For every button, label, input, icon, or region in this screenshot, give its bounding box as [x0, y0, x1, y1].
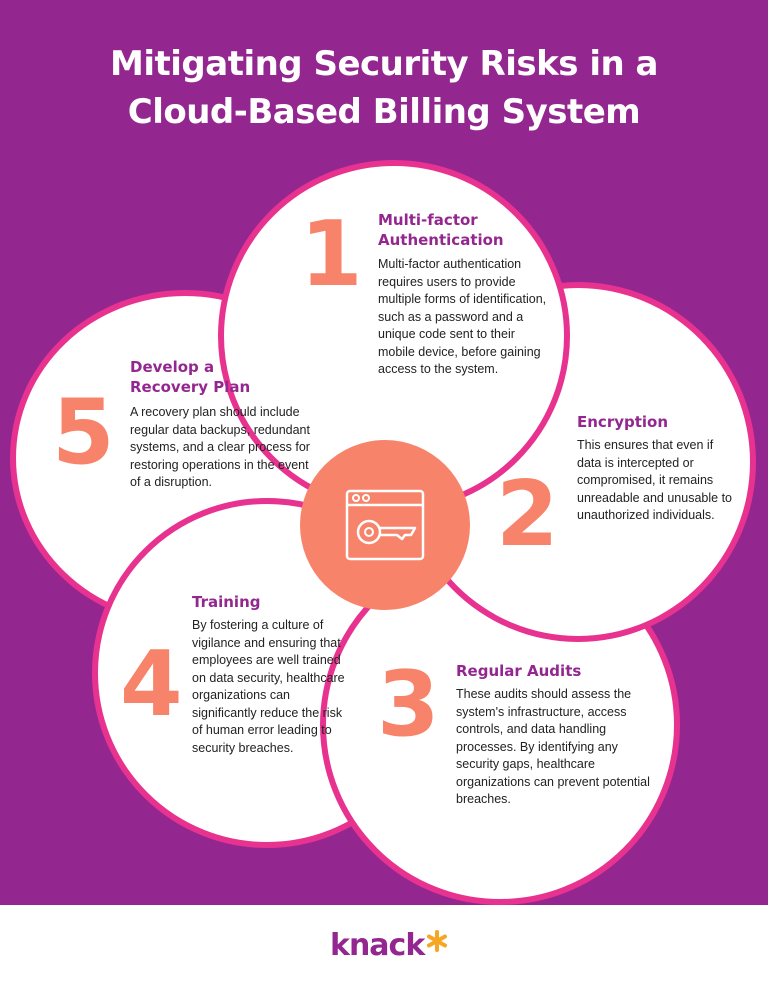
item-4-body: By fostering a culture of vigilance and …: [192, 618, 345, 755]
footer: knack: [0, 905, 768, 984]
title-line-2: Cloud-Based Billing System: [127, 92, 641, 132]
asterisk-icon: [427, 930, 448, 952]
item-4-heading: Training: [192, 593, 261, 611]
item-2-number: 2: [496, 462, 559, 567]
item-2-heading: Encryption: [577, 413, 669, 431]
item-5-number: 5: [52, 380, 115, 485]
item-1-body: Multi-factor authentication requires use…: [378, 257, 547, 376]
title-line-1: Mitigating Security Risks in a: [110, 44, 658, 84]
center-hub: [300, 440, 470, 610]
browser-key-icon: [345, 489, 425, 561]
item-3-number: 3: [377, 652, 440, 757]
hero-section: Mitigating Security Risks in a Cloud-Bas…: [0, 0, 768, 905]
item-3-body: These audits should assess the system's …: [456, 687, 650, 806]
page-title: Mitigating Security Risks in a Cloud-Bas…: [0, 40, 768, 136]
item-1-heading: Multi-factor Authentication: [378, 211, 504, 249]
item-5-heading: Develop a Recovery Plan: [130, 358, 251, 396]
logo-text: knack: [330, 927, 425, 963]
item-3-heading: Regular Audits: [456, 662, 582, 680]
knack-logo[interactable]: knack: [330, 925, 448, 965]
item-1-number: 1: [300, 202, 363, 307]
item-4-number: 4: [120, 632, 183, 737]
item-2-body: This ensures that even if data is interc…: [577, 438, 732, 522]
item-5-body: A recovery plan should include regular d…: [130, 405, 310, 489]
